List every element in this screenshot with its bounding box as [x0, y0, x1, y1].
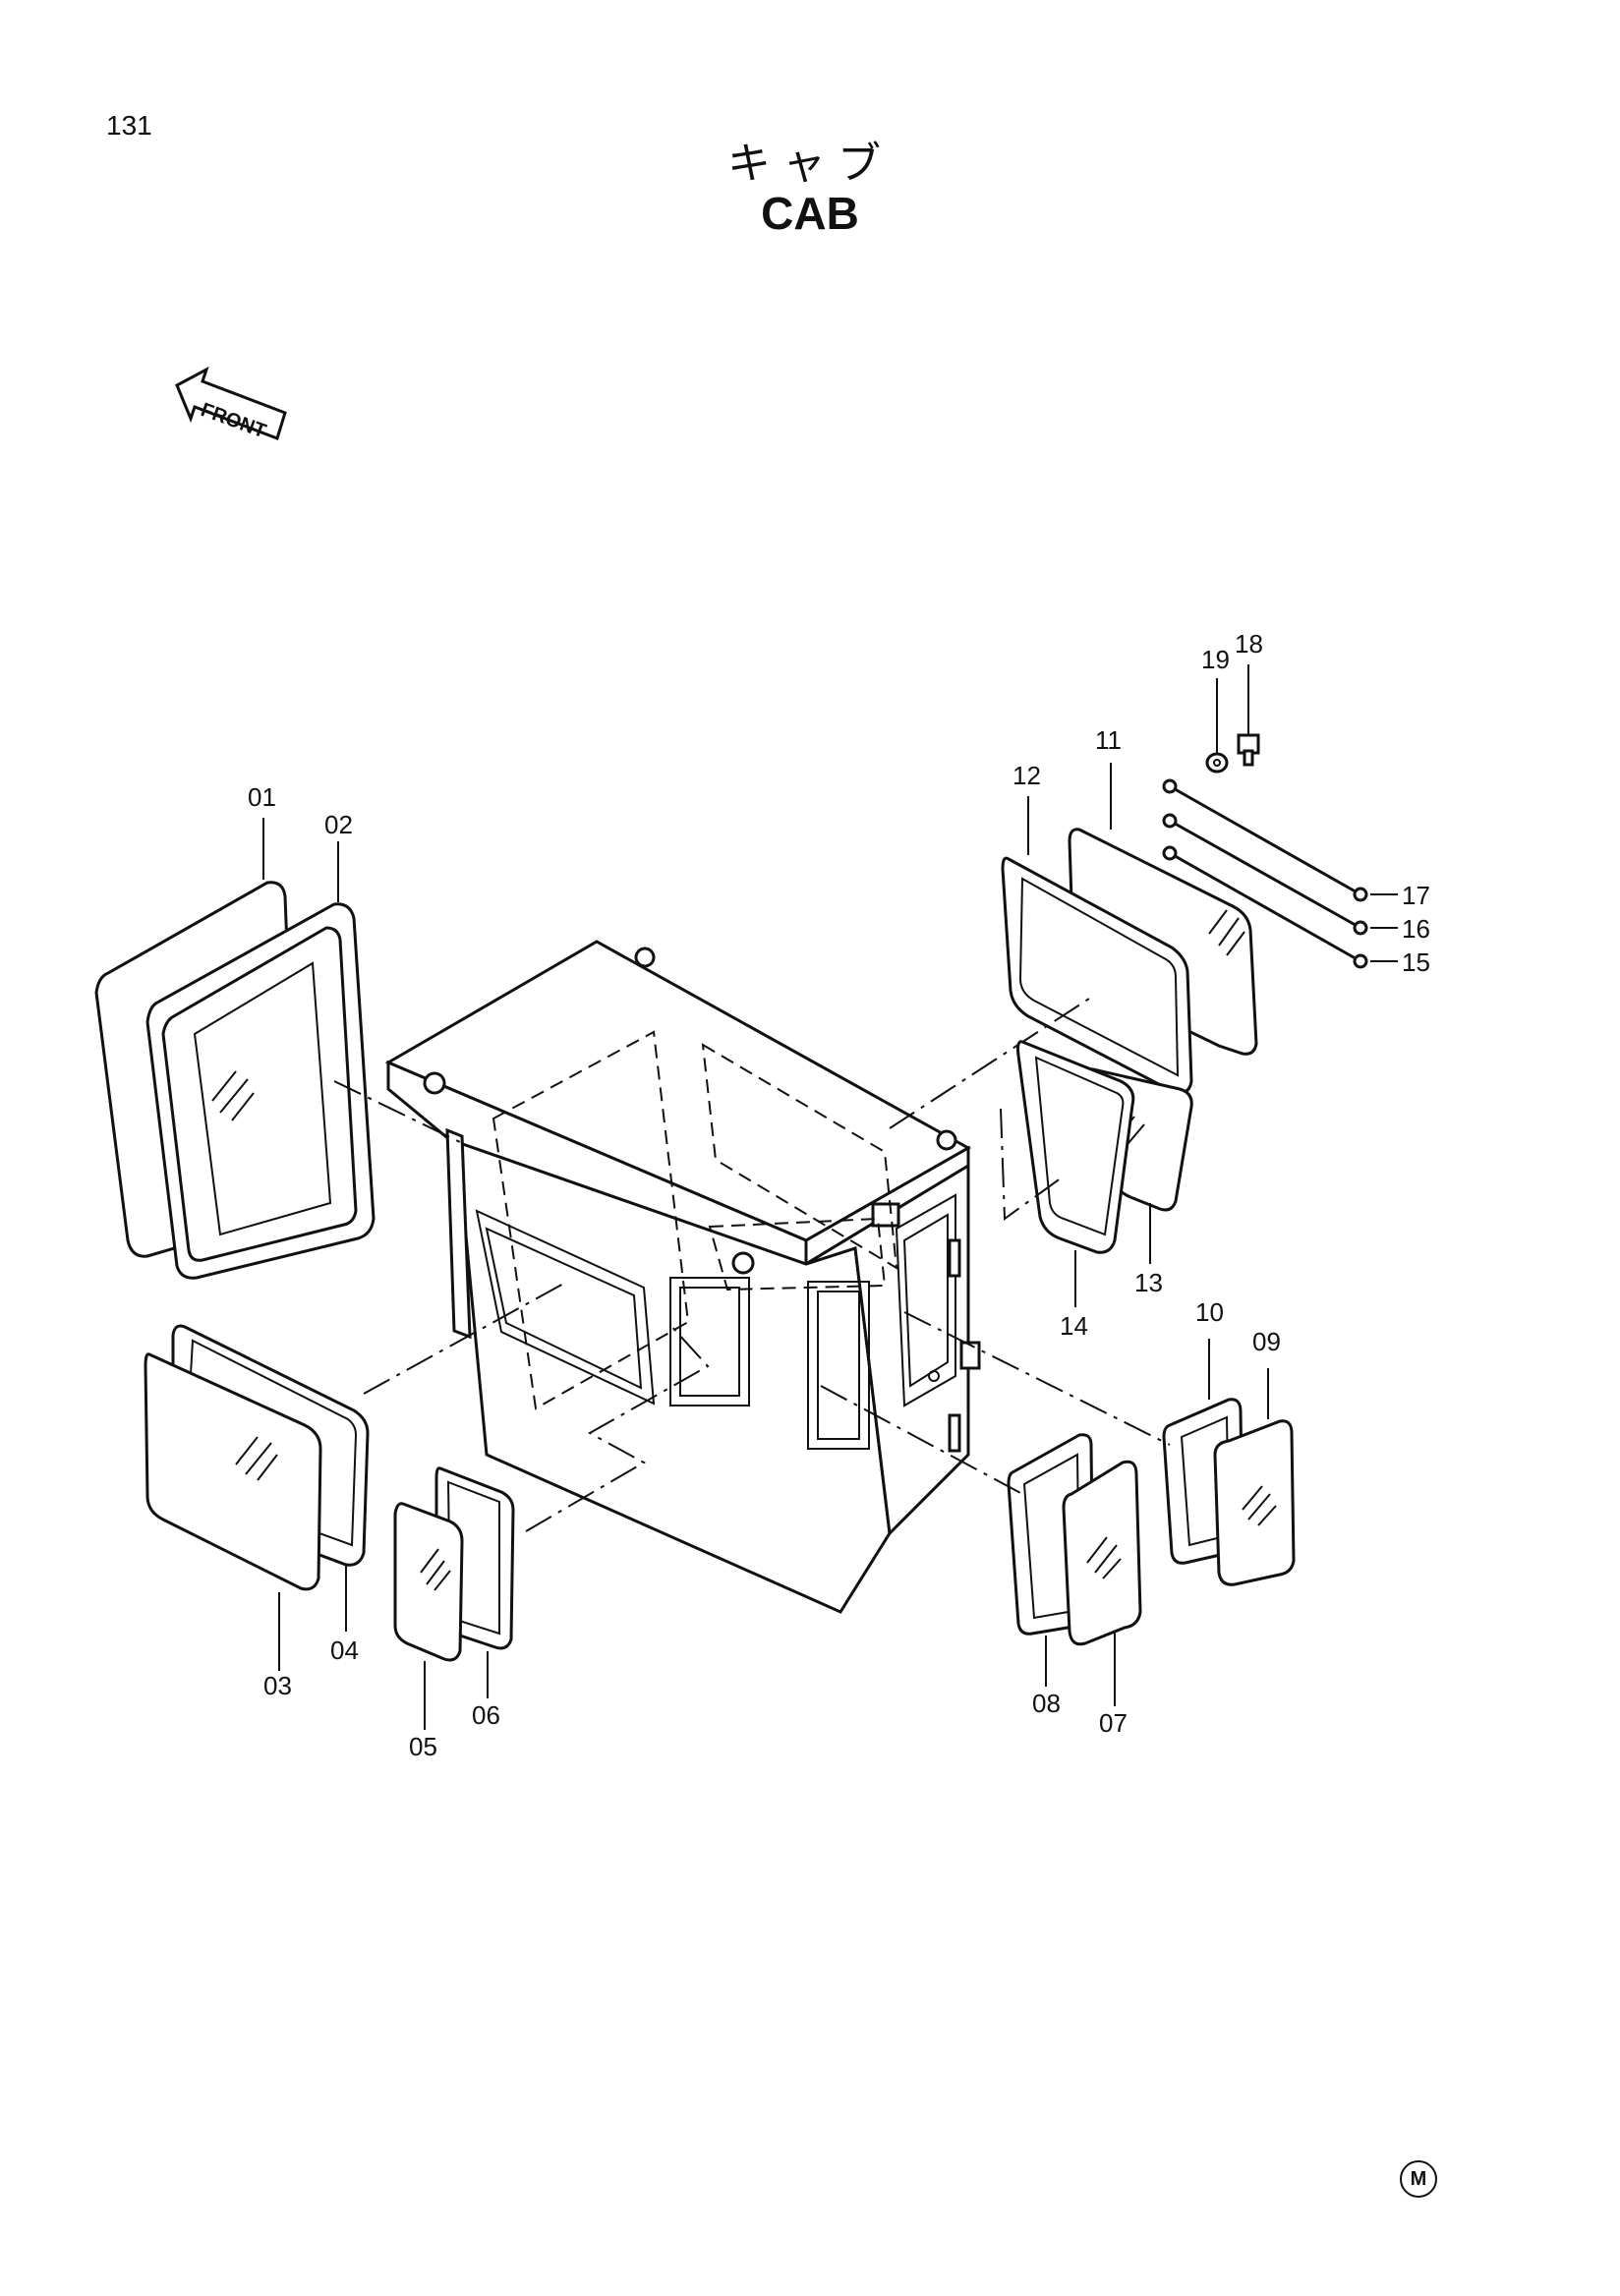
- callout-15: 15: [1402, 947, 1430, 977]
- part-05-glass: [393, 1502, 464, 1662]
- part-16-rod: [1162, 813, 1368, 936]
- manufacturer-mark: M: [1400, 2160, 1437, 2198]
- part-07-glass: [1062, 1460, 1142, 1646]
- callout-05: 05: [409, 1732, 437, 1761]
- part-17-rod: [1162, 778, 1368, 902]
- callout-04: 04: [330, 1636, 359, 1665]
- callout-18: 18: [1235, 629, 1263, 659]
- callout-07: 07: [1099, 1708, 1128, 1738]
- callout-17: 17: [1402, 881, 1430, 910]
- title-japanese: キャブ: [727, 139, 893, 189]
- callout-06: 06: [472, 1700, 500, 1730]
- part-02-seal: [145, 902, 376, 1280]
- callout-14: 14: [1060, 1311, 1088, 1341]
- part-03-glass: [144, 1352, 322, 1591]
- title-english: CAB: [761, 188, 859, 239]
- callout-11: 11: [1095, 725, 1122, 755]
- part-19-washer: [1205, 752, 1229, 774]
- callout-16: 16: [1402, 914, 1430, 944]
- callout-08: 08: [1032, 1689, 1061, 1718]
- callout-13: 13: [1134, 1268, 1163, 1297]
- front-arrow-icon: FRONT: [175, 366, 287, 442]
- cab-body: [384, 940, 981, 1614]
- callout-19: 19: [1201, 645, 1230, 674]
- callout-03: 03: [263, 1671, 292, 1700]
- callout-01: 01: [248, 782, 276, 812]
- callout-02: 02: [324, 810, 353, 839]
- part-14-seal: [1016, 1040, 1135, 1254]
- part-09-glass: [1213, 1419, 1296, 1586]
- part-18-bolt: [1237, 733, 1260, 767]
- callout-09: 09: [1252, 1327, 1281, 1356]
- page-number: 131: [106, 110, 152, 141]
- callout-12: 12: [1012, 761, 1041, 790]
- callout-10: 10: [1195, 1297, 1224, 1327]
- part-15-rod: [1162, 845, 1368, 969]
